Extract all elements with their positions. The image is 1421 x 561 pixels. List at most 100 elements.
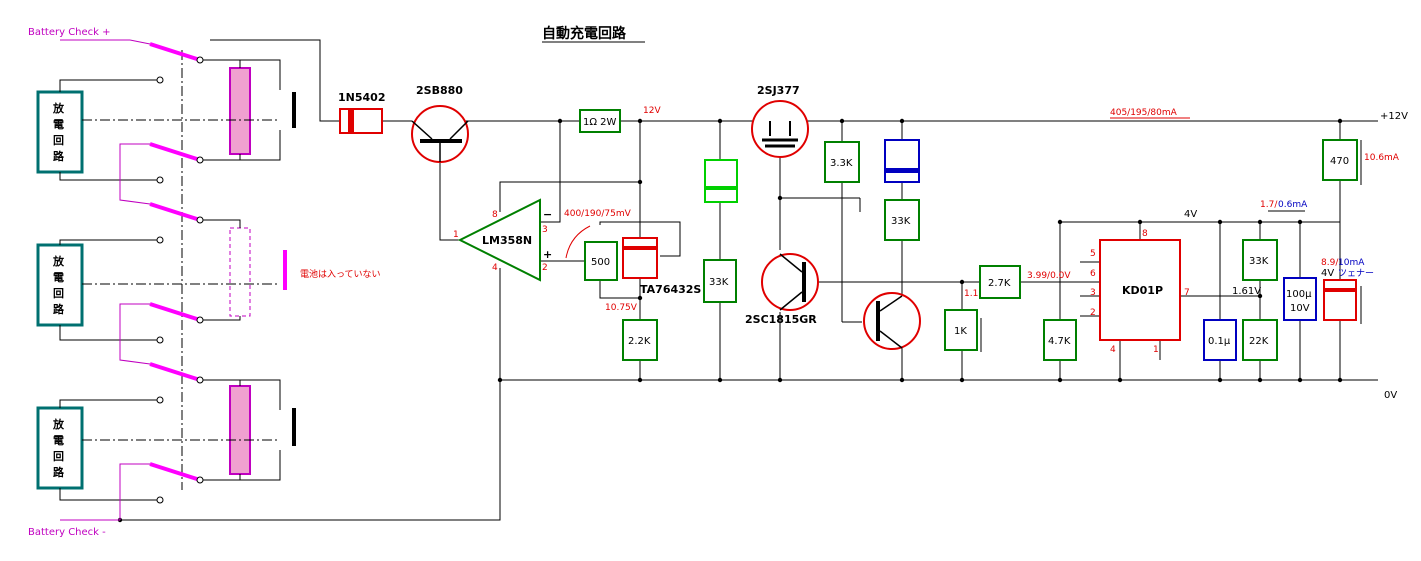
ref-ta76432s: TA76432S (622, 237, 701, 296)
svg-text:22K: 22K (1249, 336, 1269, 347)
svg-text:4: 4 (492, 263, 498, 273)
fet-label: 2SJ377 (757, 84, 800, 97)
svg-text:33K: 33K (1249, 256, 1269, 267)
svg-text:10.6mA: 10.6mA (1364, 153, 1400, 163)
opamp-lm358n: LM358N 8 3 2 1 4 − + (453, 198, 552, 282)
svg-text:放: 放 (52, 417, 65, 431)
transistor-2sb880: 2SB880 (411, 84, 469, 163)
battery-3 (229, 385, 251, 475)
switch-wiring (59, 50, 281, 501)
svg-text:1.61V: 1.61V (1232, 286, 1261, 297)
opamp-label: LM358N (482, 234, 532, 247)
fet-2sj377: 2SJ377 (751, 84, 809, 158)
svg-text:−: − (543, 208, 552, 221)
battery-note: 電池は入っていない (300, 268, 381, 280)
svg-text:放: 放 (52, 101, 65, 115)
discharge-box-3: 放 電 回 路 (36, 406, 84, 490)
svg-text:12V: 12V (643, 106, 661, 116)
resistor-3k3: 3.3K (824, 141, 860, 183)
ic-kd01p: KD01P 8 5 6 3 2 7 4 1 (1090, 229, 1190, 355)
junction-dots (117, 118, 1343, 523)
svg-text:405/195/80mA: 405/195/80mA (1110, 108, 1178, 118)
svg-text:33K: 33K (709, 277, 729, 288)
ref-label: TA76432S (640, 283, 701, 296)
svg-text:3: 3 (542, 225, 548, 235)
svg-text:回: 回 (53, 449, 64, 463)
svg-text:8: 8 (1142, 229, 1148, 239)
svg-text:0.1μ: 0.1μ (1208, 336, 1231, 347)
resistor-500: 500 (584, 241, 618, 281)
led-green (704, 159, 738, 203)
svg-text:2.2K: 2.2K (628, 336, 651, 347)
capacitor-100u: 100μ 10V (1283, 277, 1317, 321)
svg-text:路: 路 (53, 149, 65, 163)
q2-label: 2SC1815GR (745, 313, 817, 326)
resistor-33k-c: 33K (1242, 239, 1278, 281)
discharge-box-1: 放 電 回 路 (36, 90, 84, 174)
resistor-2k7: 2.7K (979, 265, 1021, 299)
svg-text:470: 470 (1330, 156, 1349, 167)
svg-text:0.6mA: 0.6mA (1278, 200, 1308, 210)
resistor-33k-a: 33K (703, 259, 737, 303)
zener-4v (1323, 279, 1357, 321)
svg-text:回: 回 (53, 133, 64, 147)
rail-4v: 4V (1184, 209, 1197, 220)
capacitor-0p1u: 0.1μ (1203, 319, 1237, 361)
magenta-links (119, 39, 151, 520)
svg-text:1: 1 (453, 230, 459, 240)
svg-text:7: 7 (1184, 288, 1190, 298)
svg-text:電: 電 (53, 118, 64, 131)
svg-text:400/190/75mV: 400/190/75mV (564, 209, 632, 219)
svg-text:33K: 33K (891, 216, 911, 227)
svg-text:1K: 1K (954, 326, 967, 337)
svg-text:3.99/0.0V: 3.99/0.0V (1027, 271, 1071, 281)
svg-text:10.75V: 10.75V (605, 303, 638, 313)
svg-text:+: + (543, 248, 552, 261)
svg-text:1Ω 2W: 1Ω 2W (583, 117, 617, 128)
svg-text:1.1: 1.1 (964, 289, 978, 299)
svg-text:放: 放 (52, 254, 65, 268)
rail-zero: 0V (1384, 390, 1397, 401)
svg-text:10mA: 10mA (1338, 258, 1365, 268)
svg-text:2.7K: 2.7K (988, 278, 1011, 289)
svg-text:ツェナー: ツェナー (1338, 268, 1374, 279)
circuit-title: 自動充電回路 (542, 25, 627, 42)
battery-2-empty (229, 227, 251, 317)
resistor-1ohm: 1Ω 2W (579, 109, 621, 133)
svg-text:8: 8 (492, 210, 498, 220)
resistor-22k: 22K (1242, 319, 1278, 361)
diode-label: 1N5402 (338, 91, 385, 104)
transistor-q3 (863, 292, 921, 350)
resistor-33k-b: 33K (884, 199, 920, 241)
ic-label: KD01P (1122, 284, 1163, 297)
svg-text:4V: 4V (1321, 268, 1334, 279)
svg-text:電: 電 (53, 434, 64, 447)
discharge-box-2: 放 電 回 路 (36, 243, 84, 327)
battery-check-plus: Battery Check + (28, 27, 111, 38)
resistor-2k2: 2.2K (622, 319, 658, 361)
switch-contacts (156, 56, 204, 504)
svg-text:6: 6 (1090, 269, 1096, 279)
battery-1 (229, 67, 251, 155)
resistor-470: 470 (1322, 139, 1358, 181)
svg-text:100μ: 100μ (1286, 289, 1312, 300)
svg-text:3.3K: 3.3K (830, 158, 853, 169)
resistor-1k: 1K (944, 309, 978, 351)
svg-text:回: 回 (53, 286, 64, 300)
svg-text:1: 1 (1153, 345, 1159, 355)
svg-text:路: 路 (53, 465, 65, 479)
svg-text:5: 5 (1090, 249, 1096, 259)
transistor-2sc1815gr: 2SC1815GR (745, 253, 819, 326)
rail-plus12: +12V (1380, 111, 1408, 122)
svg-text:電: 電 (53, 271, 64, 284)
svg-text:500: 500 (591, 257, 610, 268)
svg-text:10V: 10V (1290, 303, 1310, 314)
switch-blades (149, 42, 287, 482)
svg-text:2: 2 (542, 263, 548, 273)
capacitor-blue (884, 139, 920, 183)
svg-text:2: 2 (1090, 308, 1096, 318)
svg-text:8.9/: 8.9/ (1321, 258, 1339, 268)
diode-1n5402: 1N5402 (338, 91, 385, 134)
resistor-4k7: 4.7K (1043, 319, 1077, 361)
